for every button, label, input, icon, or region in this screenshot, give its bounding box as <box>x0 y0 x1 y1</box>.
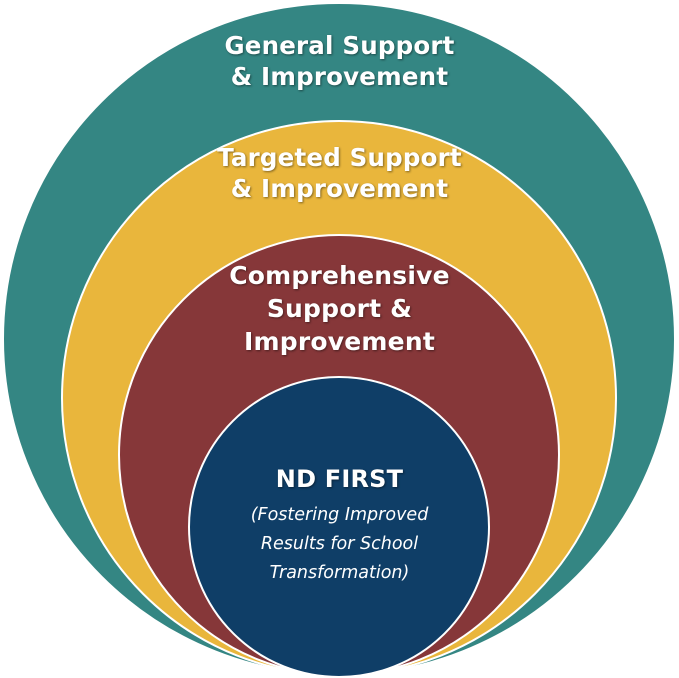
targeted-support-label: Targeted Support & Improvement <box>0 142 679 204</box>
general-support-line-1: General Support <box>224 31 455 60</box>
general-support-label: General Support & Improvement <box>0 30 679 92</box>
targeted-support-line-2: & Improvement <box>230 174 449 203</box>
nd-first-subtitle-line-1: (Fostering Improved <box>250 505 429 525</box>
comprehensive-support-line-1: Comprehensive <box>229 261 450 290</box>
comprehensive-support-line-3: Improvement <box>244 327 435 356</box>
comprehensive-support-line-2: Support & <box>266 294 413 323</box>
comprehensive-support-label: Comprehensive Support & Improvement <box>0 259 679 358</box>
targeted-support-line-1: Targeted Support <box>217 143 462 172</box>
nd-first-title: ND FIRST <box>275 465 404 493</box>
nd-first-subtitle-line-2: Results for School <box>260 534 419 554</box>
nd-first-circle <box>188 376 490 678</box>
nd-first-subtitle-line-3: Transformation) <box>269 563 410 583</box>
general-support-line-2: & Improvement <box>230 62 449 91</box>
nd-first-subtitle: (Fostering Improved Results for School T… <box>0 501 679 588</box>
